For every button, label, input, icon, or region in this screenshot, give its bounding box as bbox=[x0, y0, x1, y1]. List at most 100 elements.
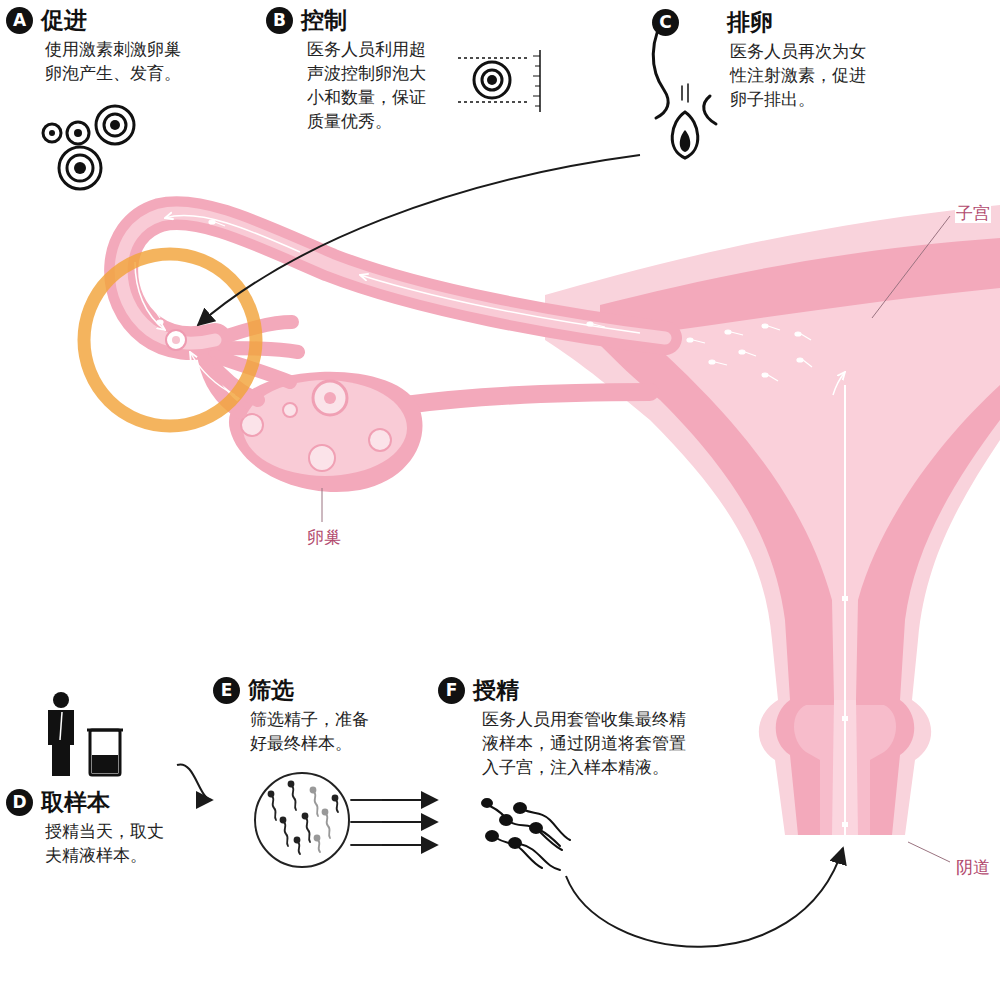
fallopian-tube-part bbox=[121, 213, 665, 343]
sperm-part bbox=[687, 338, 693, 342]
focus-ring-part bbox=[84, 254, 256, 426]
sperm-part bbox=[762, 324, 768, 328]
follicle-icon bbox=[43, 106, 134, 189]
callout-letter: F bbox=[438, 677, 465, 704]
step-heading-row: F 授精 bbox=[438, 676, 699, 704]
sperm-part bbox=[693, 340, 705, 343]
ovulation-icon-part bbox=[672, 112, 698, 158]
sperm-part bbox=[587, 322, 593, 326]
step-title: 排卵 bbox=[727, 8, 773, 36]
sieve-icon-part bbox=[284, 822, 288, 846]
ovary bbox=[229, 372, 423, 492]
sieve-icon-part bbox=[281, 818, 286, 823]
sperm-part bbox=[731, 332, 743, 335]
ovarian-ligament-part bbox=[405, 392, 650, 405]
sieve-icon-part bbox=[351, 799, 384, 801]
insertion-arrow bbox=[566, 848, 843, 947]
step-title: 控制 bbox=[301, 6, 347, 34]
step-title: 授精 bbox=[473, 676, 519, 704]
step-box: F 授精医务人员用套管收集最终精 液样本，通过阴道将套管置 入子宫，注入样本精液。 bbox=[438, 676, 699, 872]
sieve-icon-part bbox=[295, 838, 300, 843]
step-description: 授精当天，取丈 夫精液样本。 bbox=[45, 819, 173, 867]
egg-part bbox=[166, 330, 186, 350]
sieve-icon-part bbox=[292, 786, 296, 810]
fallopian-tube-part bbox=[135, 262, 165, 330]
sieve-icon-part bbox=[318, 840, 320, 852]
connector-line bbox=[177, 764, 212, 800]
catheter-part bbox=[844, 385, 846, 835]
sperm-part bbox=[154, 309, 160, 318]
sieve-icon-part bbox=[303, 814, 308, 819]
ovarian-ligament bbox=[405, 392, 650, 405]
step-box: C排卵医务人员再次为女 性注射激素，促进 卵子排出。 bbox=[652, 8, 879, 111]
sample-icon-part bbox=[514, 803, 526, 813]
flow-arrow bbox=[177, 764, 212, 800]
ultrasound-icon-part bbox=[474, 62, 510, 98]
sieve-icon-part bbox=[323, 810, 328, 815]
sieve-icon-part bbox=[351, 821, 384, 823]
callout-letter: C bbox=[652, 9, 679, 36]
step-title: 筛选 bbox=[248, 676, 294, 704]
fallopian-tube-part bbox=[190, 352, 235, 395]
ovary-part bbox=[309, 445, 335, 471]
donor-icon bbox=[48, 692, 123, 776]
leader-lines-part bbox=[322, 488, 323, 522]
sperm-part bbox=[768, 326, 780, 330]
sperm-part bbox=[215, 222, 225, 226]
ultrasound-icon-part bbox=[535, 66, 540, 67]
follicle-icon-part bbox=[67, 122, 89, 144]
sperm-part bbox=[803, 360, 812, 367]
ovulation-icon-part bbox=[681, 86, 683, 100]
sperm-part bbox=[762, 373, 768, 377]
sieve-icon-part bbox=[326, 814, 330, 838]
sperm-part bbox=[725, 330, 731, 334]
sperm-part bbox=[801, 334, 811, 340]
follicle-icon-part bbox=[74, 162, 86, 174]
sample-icon-part bbox=[496, 838, 542, 868]
ovulation-icon-part bbox=[680, 130, 691, 152]
sieve-icon-part bbox=[333, 796, 338, 801]
sieve-icon-part bbox=[298, 842, 300, 854]
ultrasound-icon-part bbox=[533, 56, 540, 57]
ultrasound-icon-part bbox=[482, 70, 502, 90]
step-description: 医务人员用套管收集最终精 液样本，通过阴道将套管置 入子宫，注入样本精液。 bbox=[482, 707, 695, 779]
sieve-icon-part bbox=[269, 792, 274, 797]
step-heading-row: E筛选 bbox=[213, 676, 382, 704]
sperm-part bbox=[209, 220, 215, 224]
sample-icon-part bbox=[482, 799, 492, 807]
fallopian-tube-part bbox=[165, 216, 300, 252]
step-box: A促进使用激素刺激卵巢 卵泡产生、发育。 bbox=[6, 6, 194, 85]
ovary-part bbox=[283, 403, 297, 417]
follicle-icon-part bbox=[74, 129, 82, 137]
step-box: E筛选筛选精子，准备 好最终样本。 bbox=[213, 676, 382, 872]
leader-lines-part bbox=[872, 216, 950, 318]
catheter-part bbox=[842, 596, 848, 601]
ultrasound-icon-part bbox=[535, 86, 540, 87]
sieve-icon-part bbox=[315, 836, 320, 841]
ovulation-icon-part bbox=[687, 84, 689, 102]
ovulation-arrow-part bbox=[198, 155, 640, 325]
sample-icon-part bbox=[540, 830, 560, 846]
step-description: 使用激素刺激卵巢 卵泡产生、发育。 bbox=[45, 37, 190, 85]
sperm-part bbox=[745, 352, 756, 356]
step-heading-row: B控制 bbox=[266, 6, 439, 34]
step-heading-row: A促进 bbox=[6, 6, 194, 34]
leader-lines bbox=[322, 216, 950, 862]
fallopian-tube-part bbox=[360, 275, 640, 333]
sieve-icon-part bbox=[272, 796, 276, 820]
sample-icon-part bbox=[509, 838, 521, 848]
anatomy-label: 阴道 bbox=[955, 857, 991, 877]
sieve-icon-part bbox=[311, 788, 316, 793]
uterus-part bbox=[655, 288, 1000, 700]
sperm-part bbox=[715, 362, 727, 365]
step-description: 筛选精子，准备 好最终样本。 bbox=[250, 707, 378, 755]
egg-part bbox=[172, 336, 180, 344]
sample-icon-part bbox=[520, 844, 560, 870]
catheter-part bbox=[842, 822, 848, 827]
ultrasound-icon-part bbox=[533, 96, 540, 97]
sieve-icon-part bbox=[336, 800, 338, 812]
ultrasound-icon-part bbox=[458, 101, 528, 103]
sperm-part bbox=[739, 350, 745, 354]
connector-line bbox=[382, 799, 437, 801]
